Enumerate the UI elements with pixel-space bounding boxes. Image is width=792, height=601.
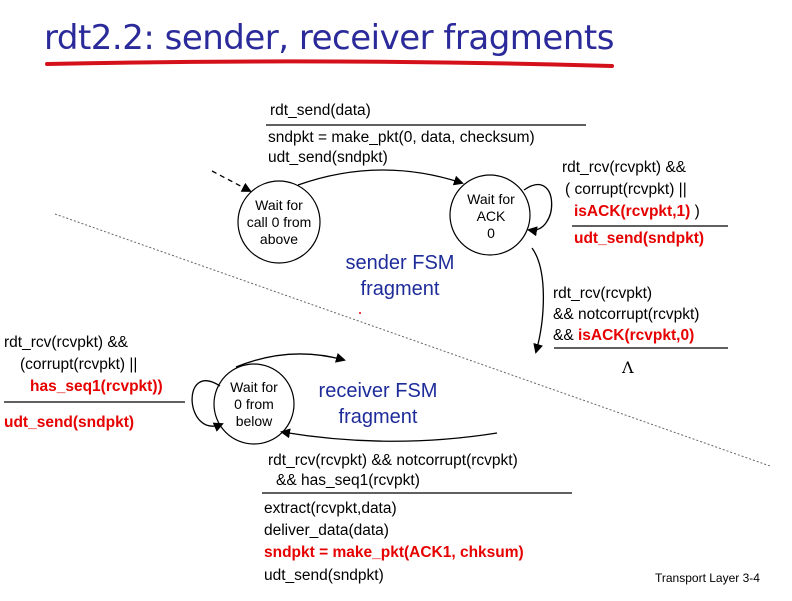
state-below0-label: Wait for 0 from below (214, 379, 294, 430)
sender-fsm-label: sender FSM fragment (330, 250, 470, 302)
title-underline (45, 59, 614, 68)
state-call0-label: Wait for call 0 from above (238, 197, 320, 248)
sender-t1-action2: udt_send(sndpkt) (268, 149, 388, 166)
receiver-t-action4: udt_send(sndpkt) (264, 567, 384, 584)
receiver-self-action: udt_send(sndpkt) (4, 414, 135, 431)
receiver-t-action2: deliver_data(data) (264, 522, 389, 539)
state-wait-call0 (237, 180, 321, 264)
sender-self-isack1: isACK(rcvpkt,1) (574, 203, 691, 220)
receiver-self-event3: has_seq1(rcvpkt)) (30, 378, 163, 395)
state-call0-line1: Wait for (255, 197, 303, 213)
state-ack0-line1: Wait for (467, 191, 515, 207)
arrow-into-below0 (235, 353, 346, 368)
sender-t2-isack0: isACK(rcvpkt,0) (577, 327, 695, 344)
slide-footer: Transport Layer 3-4 (655, 571, 760, 585)
state-ack0-line3: 0 (487, 225, 495, 241)
arrow-receiver-transition (280, 428, 498, 442)
state-call0-line3: above (259, 231, 299, 247)
state-wait-ack0 (449, 174, 531, 256)
sender-self-paren: ) (690, 203, 700, 220)
sender-t2-lambda: Λ (622, 358, 634, 377)
receiver-t-action1: extract(rcvpkt,data) (264, 500, 397, 517)
slide-title: rdt2.2: sender, receiver fragments (44, 18, 614, 58)
receiver-self-event1: rdt_rcv(rcvpkt) && (4, 334, 129, 351)
state-below0-line1: Wait for (230, 379, 278, 395)
state-below0-line2: 0 from (234, 396, 274, 412)
sender-t2-prefix: && (553, 327, 578, 344)
receiver-fsm-label: receiver FSM fragment (303, 378, 453, 430)
state-below0-line3: below (235, 413, 273, 429)
receiver-self-event2: (corrupt(rcvpkt) || (20, 356, 138, 373)
sender-t2-event2: && notcorrupt(rcvpkt) (553, 306, 700, 323)
sender-self-action: udt_send(sndpkt) (574, 230, 705, 247)
receiver-t-event1: rdt_rcv(rcvpkt) && notcorrupt(rcvpkt) (268, 452, 518, 469)
state-call0-line2: call 0 from (246, 214, 312, 230)
receiver-t-action3: sndpkt = make_pkt(ACK1, chksum) (264, 544, 524, 561)
state-ack0-label: Wait for ACK 0 (451, 191, 531, 242)
receiver-fsm-line1: receiver FSM (318, 380, 438, 402)
sender-self-event2: ( corrupt(rcvpkt) || (565, 181, 687, 198)
sender-fsm-line1: sender FSM (345, 252, 455, 274)
sender-self-event3: isACK(rcvpkt,1) ) (574, 202, 700, 221)
sender-t1-action1: sndpkt = make_pkt(0, data, checksum) (268, 129, 535, 146)
state-wait-below0 (213, 363, 295, 445)
receiver-fsm-line2: fragment (338, 406, 418, 428)
red-dot (359, 312, 361, 314)
sender-t2-event3: && isACK(rcvpkt,0) (553, 326, 694, 345)
self-loop-ack0 (523, 183, 553, 237)
sender-t1-event: rdt_send(data) (270, 102, 371, 119)
arrow-call0-to-ack0 (297, 169, 464, 186)
arrow-ack0-out (531, 247, 544, 354)
self-loop-below0 (191, 380, 224, 432)
state-ack0-line2: ACK (476, 208, 506, 224)
sender-self-event1: rdt_rcv(rcvpkt) && (562, 159, 687, 176)
sender-fsm-line2: fragment (360, 278, 440, 300)
initial-arrow (211, 170, 252, 192)
receiver-t-event2: && has_seq1(rcvpkt) (276, 472, 420, 489)
sender-t2-event1: rdt_rcv(rcvpkt) (553, 285, 653, 302)
